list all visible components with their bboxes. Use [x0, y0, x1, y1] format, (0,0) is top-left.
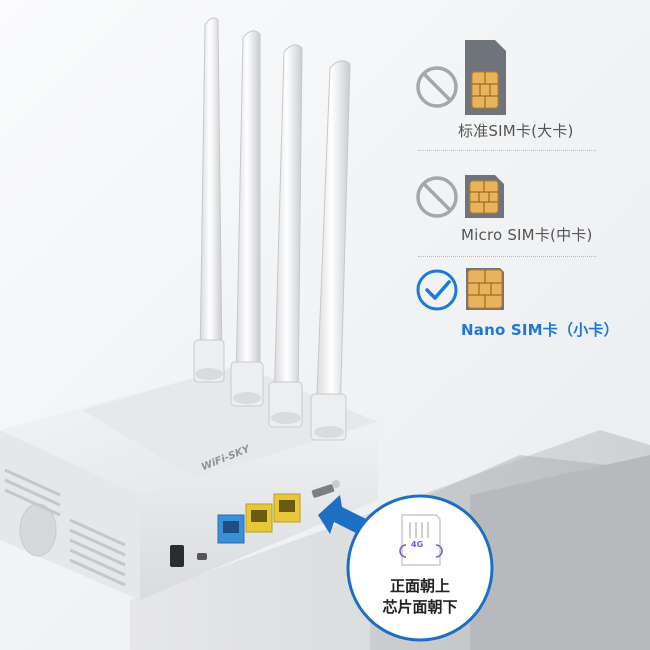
wan-port [217, 514, 245, 544]
sim-slot [311, 484, 335, 498]
sim-micro-label: Micro SIM卡(中卡) [461, 226, 593, 244]
divider [418, 256, 596, 257]
checkmark-circle-icon [416, 269, 458, 311]
sim-nano-row [416, 268, 504, 311]
antenna-2 [230, 30, 264, 407]
reset-button [197, 553, 207, 560]
sim-micro-row [416, 175, 504, 218]
sim-nano-icon [466, 268, 504, 310]
antenna-1 [193, 17, 225, 383]
callout-line-2: 芯片面朝下 [382, 598, 458, 616]
sim-card-tag: 4G [411, 540, 424, 549]
power-port [170, 545, 184, 567]
sim-nano-label: Nano SIM卡（小卡） [461, 321, 619, 339]
sim-standard-label: 标准SIM卡(大卡) [458, 122, 574, 140]
antennas [193, 17, 351, 441]
sim-orientation-callout [346, 494, 494, 642]
prohibited-icon [416, 176, 458, 218]
antenna-4 [310, 60, 351, 441]
sim-micro-icon [465, 175, 504, 218]
sim-standard-icon [465, 40, 506, 115]
sim-standard-row [416, 40, 506, 115]
callout-line-1: 正面朝上 [389, 577, 450, 595]
divider [418, 150, 596, 151]
sim-card-back-icon [399, 514, 443, 566]
prohibited-icon [416, 66, 458, 108]
router-ports [170, 480, 340, 567]
antenna-3 [268, 44, 303, 428]
